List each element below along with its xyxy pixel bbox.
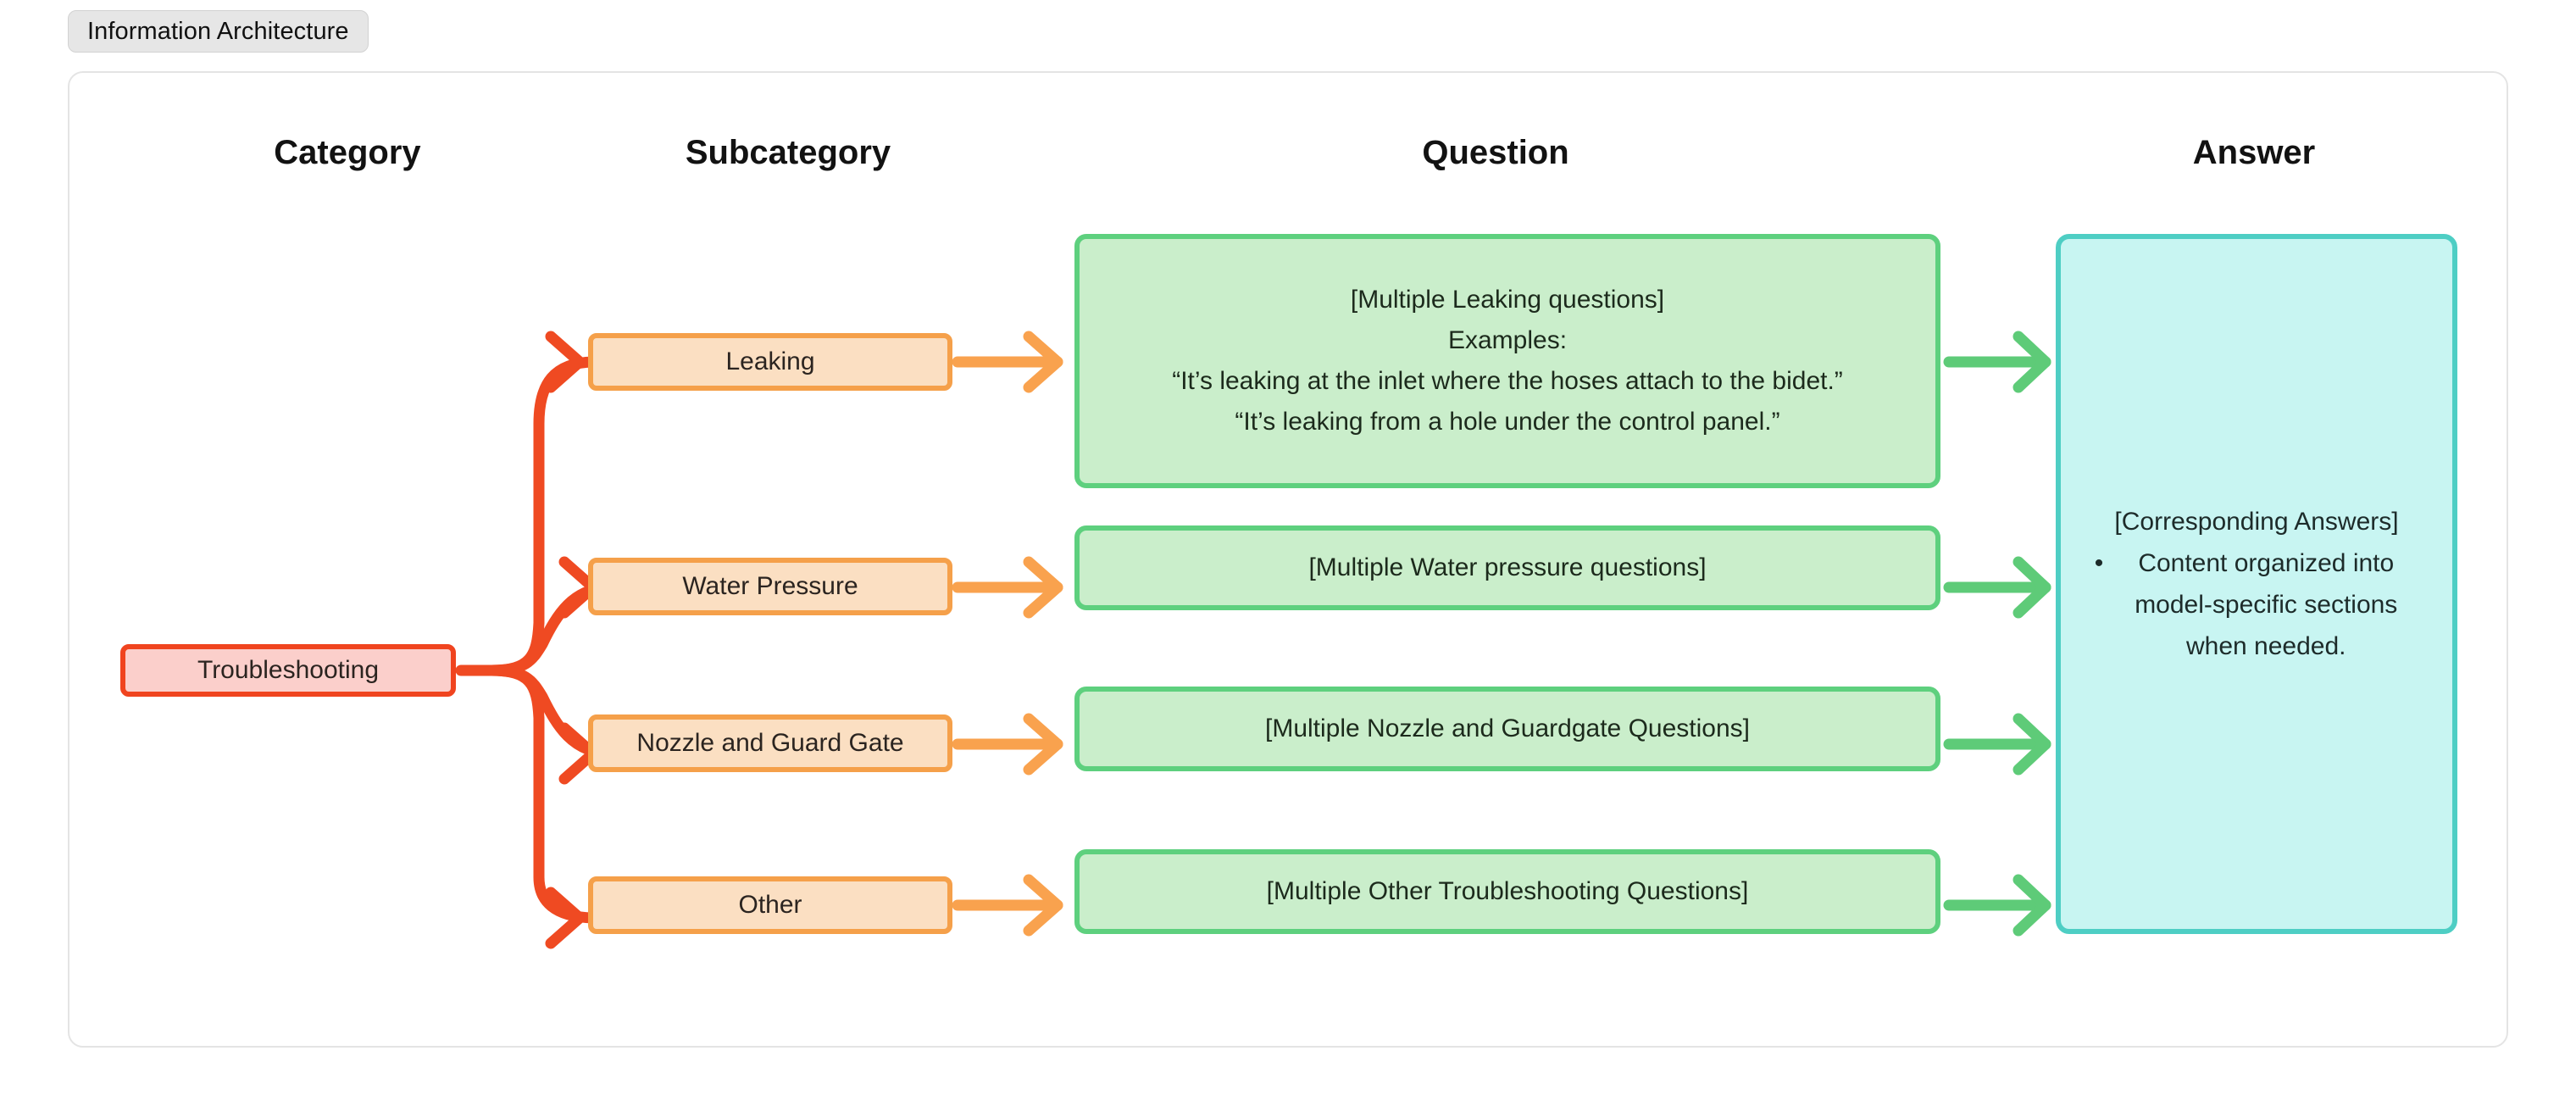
node-category-troubleshooting[interactable]: Troubleshooting [120,644,456,697]
question-line: [Multiple Leaking questions] [1350,286,1665,314]
question-line: [Multiple Other Troubleshooting Question… [1266,877,1749,905]
node-subcategory-water-pressure[interactable]: Water Pressure [588,558,952,615]
node-question-nozzle-guardgate[interactable]: [Multiple Nozzle and Guardgate Questions… [1074,687,1940,771]
node-subcategory-label: Leaking [725,348,815,375]
node-subcategory-other[interactable]: Other [588,876,952,934]
tab-label: Information Architecture [87,17,349,45]
node-question-other-troubleshooting[interactable]: [Multiple Other Troubleshooting Question… [1074,849,1940,934]
node-category-label: Troubleshooting [197,656,380,684]
node-answer-panel[interactable]: [Corresponding Answers] • Content organi… [2056,234,2457,934]
question-line: Examples: [1447,326,1568,354]
node-subcategory-label: Water Pressure [682,572,858,600]
node-subcategory-label: Nozzle and Guard Gate [636,729,904,757]
bullet-icon: • [2094,549,2104,577]
question-line: [Multiple Water pressure questions] [1308,553,1707,581]
column-header-answer: Answer [2192,134,2316,171]
tab-information-architecture[interactable]: Information Architecture [68,10,369,53]
node-subcategory-leaking[interactable]: Leaking [588,333,952,391]
node-subcategory-label: Other [738,891,802,919]
column-header-subcategory: Subcategory [685,134,891,171]
answer-title: [Corresponding Answers] [2114,508,2399,536]
question-line: “It’s leaking at the inlet where the hos… [1172,367,1843,395]
answer-bullet-item: • Content organized into model-specific … [2079,542,2434,667]
column-header-question: Question [1422,134,1569,171]
question-line: “It’s leaking from a hole under the cont… [1235,408,1780,436]
node-question-water-pressure[interactable]: [Multiple Water pressure questions] [1074,525,1940,610]
answer-bullet-text: Content organized into model-specific se… [2135,549,2398,660]
node-subcategory-nozzle-and-guard-gate[interactable]: Nozzle and Guard Gate [588,714,952,772]
node-question-leaking[interactable]: [Multiple Leaking questions] Examples: “… [1074,234,1940,488]
question-line: [Multiple Nozzle and Guardgate Questions… [1265,714,1750,742]
column-header-category: Category [274,134,421,171]
